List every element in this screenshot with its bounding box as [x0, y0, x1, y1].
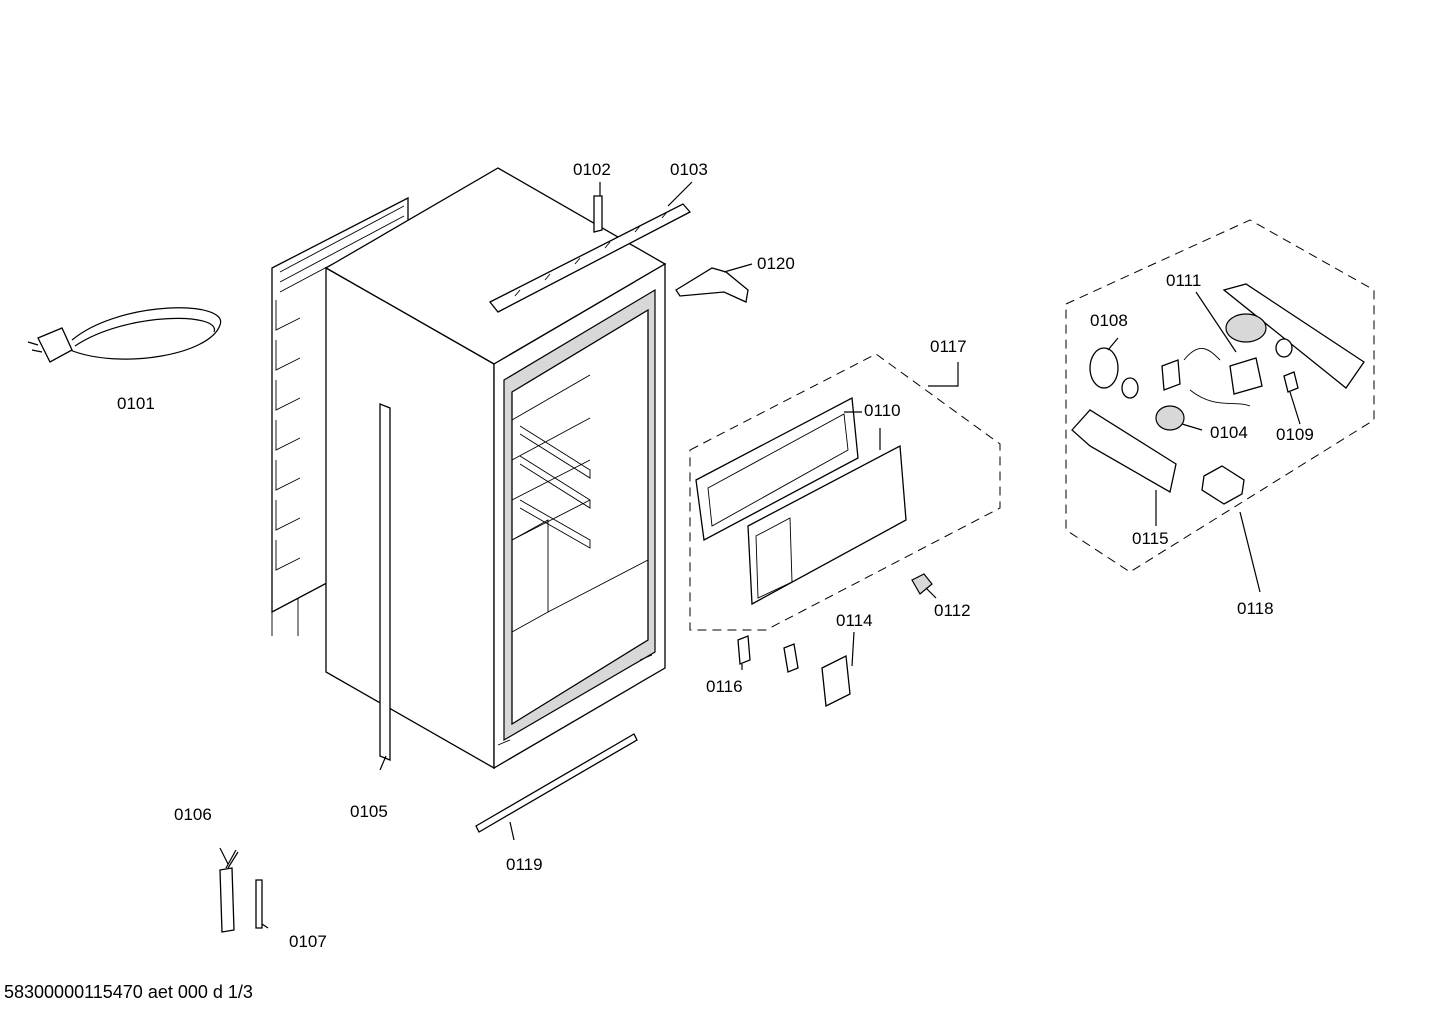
callout-0109: 0109 [1276, 425, 1314, 444]
clip-part [737, 635, 751, 665]
hinge-part [675, 267, 749, 303]
callout-0103: 0103 [670, 160, 708, 179]
leader-lines [219, 181, 1301, 929]
thermostat-group-outline [1065, 219, 1375, 573]
lamp-cover-part [1071, 409, 1245, 505]
callout-0101: 0101 [117, 394, 155, 413]
door-panel-part [747, 444, 907, 606]
callout-0119: 0119 [506, 855, 543, 874]
handle-part [783, 643, 851, 708]
callout-0106: 0106 [174, 805, 212, 824]
door-group-outline [689, 353, 1001, 631]
callout-0105: 0105 [350, 802, 388, 821]
lamp-part [1089, 347, 1139, 399]
rod-part [255, 879, 263, 929]
thermostat-housing-part [1222, 283, 1365, 389]
mains-cable-part [27, 307, 222, 363]
callout-0114: 0114 [836, 611, 873, 630]
callout-0111: 0111 [1166, 271, 1201, 290]
callout-0108: 0108 [1090, 311, 1128, 330]
callout-0104: 0104 [1210, 423, 1248, 442]
button-part [1155, 405, 1185, 431]
callout-0118: 0118 [1237, 599, 1274, 618]
strip-0102-part [593, 195, 603, 233]
knob-part [911, 573, 933, 595]
cabinet-body [324, 167, 667, 770]
callout-0115: 0115 [1132, 529, 1169, 548]
callout-0107: 0107 [289, 932, 327, 951]
thermostat-components-part [1161, 348, 1299, 407]
top-rail-part [488, 203, 692, 313]
callout-0110: 0110 [864, 401, 901, 420]
callout-0102: 0102 [573, 160, 611, 179]
door-frame-part [695, 396, 859, 542]
callout-0117: 0117 [930, 337, 967, 356]
sensor-part [219, 849, 239, 933]
document-id: 58300000115470 aet 000 d 1/3 [4, 982, 253, 1002]
callout-0112: 0112 [934, 601, 971, 620]
callout-0120: 0120 [757, 254, 795, 273]
callout-0116: 0116 [706, 677, 743, 696]
bottom-strip-part [475, 733, 638, 833]
side-strip-part [379, 403, 391, 761]
